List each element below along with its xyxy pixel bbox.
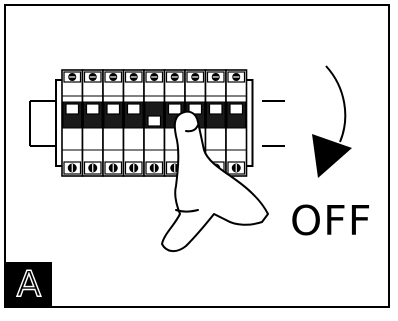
breaker-module [143,69,166,177]
breaker-module [61,69,84,177]
panel-badge: A [6,262,52,306]
off-label: OFF [290,197,373,245]
hand-icon [161,110,269,252]
breaker-module [102,69,125,177]
breaker-module [81,69,104,177]
panel-letter: A [16,263,42,305]
breaker-module [225,69,248,177]
arrow-down-icon [312,65,352,178]
breaker-module [122,69,145,177]
breaker-module [204,69,227,177]
breaker-panel-icon [55,69,254,177]
